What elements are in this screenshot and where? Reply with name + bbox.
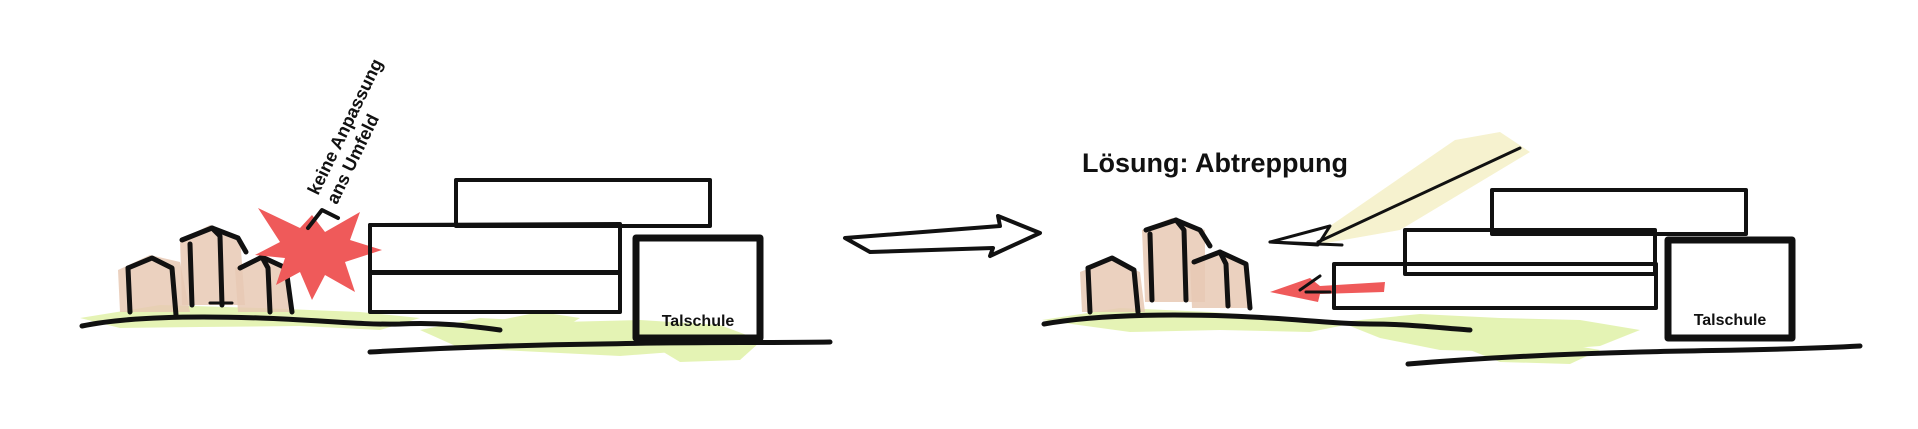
ground-line-right-2 [1405,343,1863,367]
talschule-box-right [1664,236,1796,342]
step-arrow [1270,278,1385,302]
annotation-leader [306,208,340,230]
left-sketch: Talschule keine Anpassung ans Umfeld [79,56,833,362]
ground-line-left-2 [367,339,833,355]
ground-line-left [79,314,503,333]
houses-right [1080,217,1253,315]
talschule-label-right: Talschule [1694,312,1767,329]
conflict-burst [255,208,382,300]
right-sketch: Talschule Lösung: Abtreppung [1041,132,1863,367]
building-slabs-left [368,178,712,314]
building-slabs-right [1332,188,1748,310]
houses-left [118,225,295,318]
transition-arrow [843,214,1042,258]
talschule-label-left: Talschule [662,313,735,330]
talschule-box-left [632,234,764,342]
ground-line-right [1041,312,1473,333]
solution-title: Lösung: Abtreppung [1082,148,1348,178]
